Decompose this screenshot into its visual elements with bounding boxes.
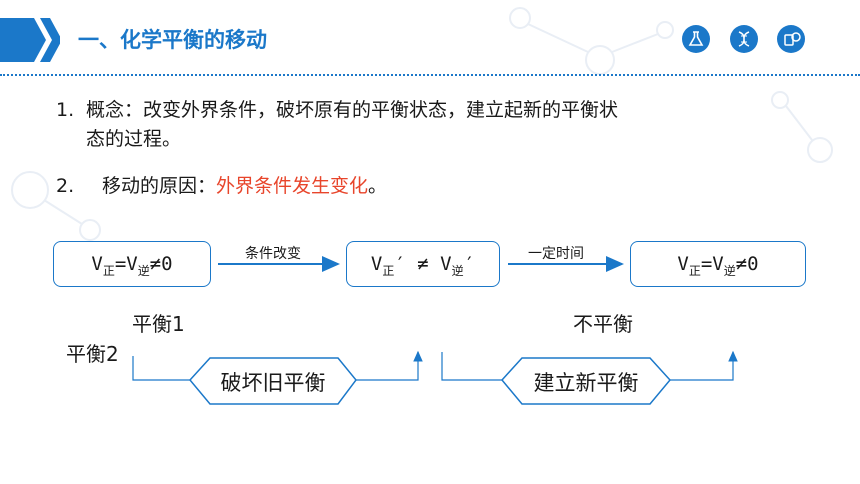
- page-title: 一、化学平衡的移动: [78, 28, 267, 52]
- concept-item: 1. 概念：改变外界条件，破坏原有的平衡状态，建立起新的平衡状 态的过程。: [56, 96, 816, 154]
- concept-text: 概念：改变外界条件，破坏原有的平衡状态，建立起新的平衡状: [86, 99, 619, 121]
- hexagon-label-new: 建立新平衡: [533, 371, 639, 395]
- prime-mark: ′: [463, 253, 476, 275]
- v-symbol: V: [370, 253, 383, 275]
- hexagon-new-equilibrium: [501, 357, 671, 405]
- reverse-subscript: 逆: [137, 263, 150, 278]
- v-symbol: V: [677, 253, 689, 275]
- reverse-subscript: 逆: [451, 263, 464, 278]
- header-chevron-icon: [0, 18, 60, 62]
- reverse-subscript: 逆: [723, 263, 736, 278]
- forward-subscript: 正: [102, 263, 115, 278]
- equals-v: =V: [114, 253, 138, 275]
- relation: ≠0: [149, 253, 173, 275]
- cause-highlight: 外界条件发生变化: [216, 175, 369, 197]
- state-label-equilibrium-2: 平衡2: [66, 342, 119, 366]
- header-divider: [0, 74, 860, 76]
- state-box-nonequilibrium: V正′ ≠ V逆′: [346, 241, 500, 287]
- forward-subscript: 正: [382, 263, 395, 278]
- relation: ≠: [417, 253, 429, 275]
- item-number: 2.: [56, 175, 75, 197]
- lab-glass-icon: [777, 25, 805, 53]
- hexagon-break-equilibrium: [189, 357, 357, 405]
- v-symbol: V: [440, 253, 452, 275]
- forward-subscript: 正: [688, 263, 701, 278]
- arrow-label-condition-change: 条件改变: [245, 246, 301, 262]
- cause-item: 2. 移动的原因：外界条件发生变化。: [56, 172, 816, 201]
- flask-icon: [682, 25, 710, 53]
- concept-text-cont: 态的过程。: [86, 128, 182, 150]
- state-label-nonequilibrium: 不平衡: [573, 312, 633, 336]
- state-box-equilibrium-2: V正=V逆≠0: [630, 241, 806, 287]
- hexagon-label-break: 破坏旧平衡: [220, 371, 326, 395]
- state-label-equilibrium-1: 平衡1: [132, 312, 185, 336]
- prime-mark: ′: [394, 253, 406, 275]
- v-symbol: V: [91, 253, 103, 275]
- state-box-equilibrium-1: V正=V逆≠0: [53, 241, 211, 287]
- cause-lead: 移动的原因：: [102, 175, 217, 197]
- dna-icon: [730, 25, 758, 53]
- arrow-label-time: 一定时间: [528, 246, 584, 262]
- cause-tail: 。: [368, 175, 388, 197]
- relation: ≠0: [735, 253, 759, 275]
- equals-v: =V: [700, 253, 724, 275]
- item-number: 1.: [56, 99, 75, 121]
